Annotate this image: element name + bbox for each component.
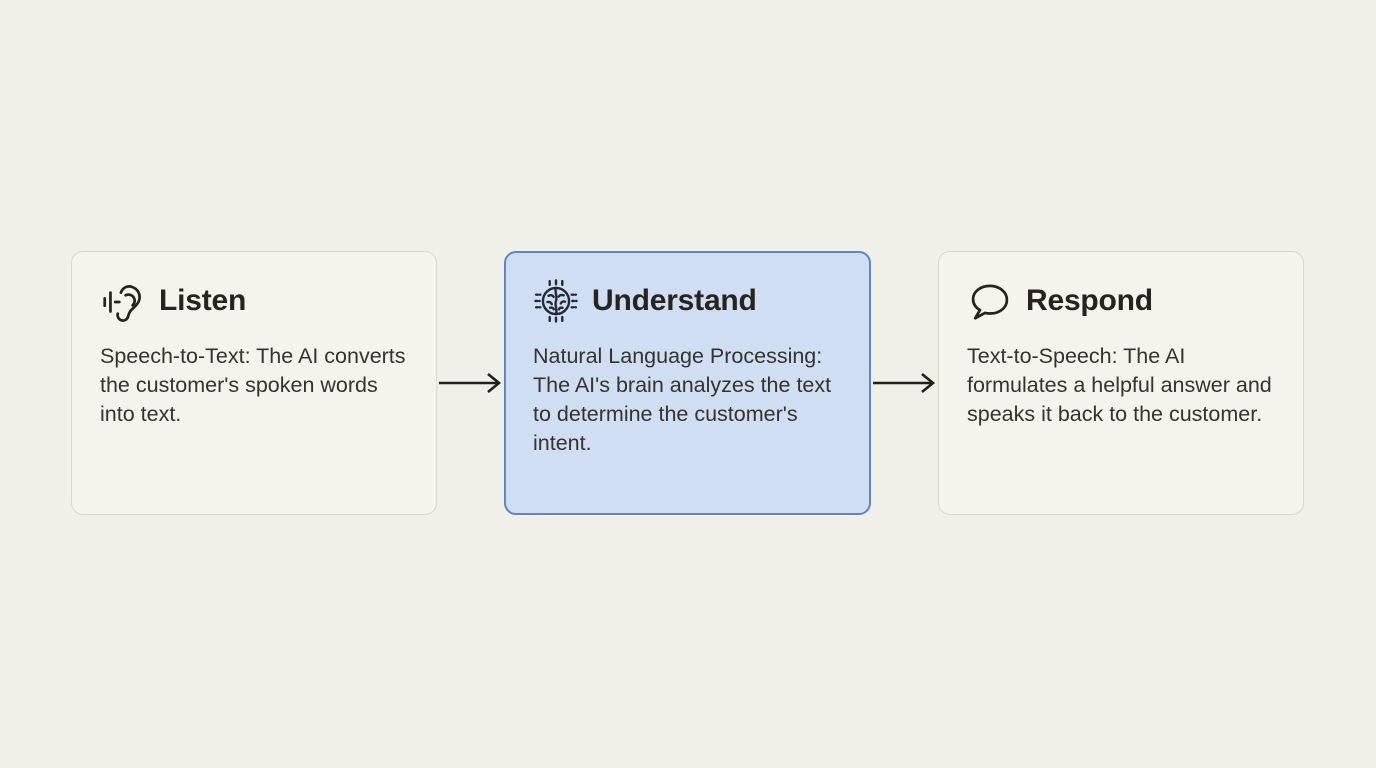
step-title: Respond bbox=[1026, 284, 1153, 317]
step-card-understand: Understand Natural Language Processing: … bbox=[504, 251, 871, 515]
speech-bubble-icon bbox=[967, 278, 1013, 324]
ear-hearing-icon bbox=[100, 278, 146, 324]
step-card-listen: Listen Speech-to-Text: The AI converts t… bbox=[71, 251, 437, 515]
three-step-flow-diagram: Listen Speech-to-Text: The AI converts t… bbox=[71, 251, 1304, 515]
step-description: Speech-to-Text: The AI converts the cust… bbox=[100, 344, 406, 426]
ai-brain-chip-icon bbox=[533, 278, 579, 324]
step-header: Respond bbox=[967, 278, 1275, 324]
step-card-respond: Respond Text-to-Speech: The AI formulate… bbox=[938, 251, 1304, 515]
step-title: Listen bbox=[159, 284, 247, 317]
step-description: Natural Language Processing: The AI's br… bbox=[533, 344, 832, 455]
flow-arrow bbox=[871, 369, 938, 397]
step-title: Understand bbox=[592, 284, 757, 317]
flow-arrow bbox=[437, 369, 504, 397]
step-header: Listen bbox=[100, 278, 408, 324]
step-description: Text-to-Speech: The AI formulates a help… bbox=[967, 344, 1272, 426]
step-header: Understand bbox=[533, 278, 842, 324]
